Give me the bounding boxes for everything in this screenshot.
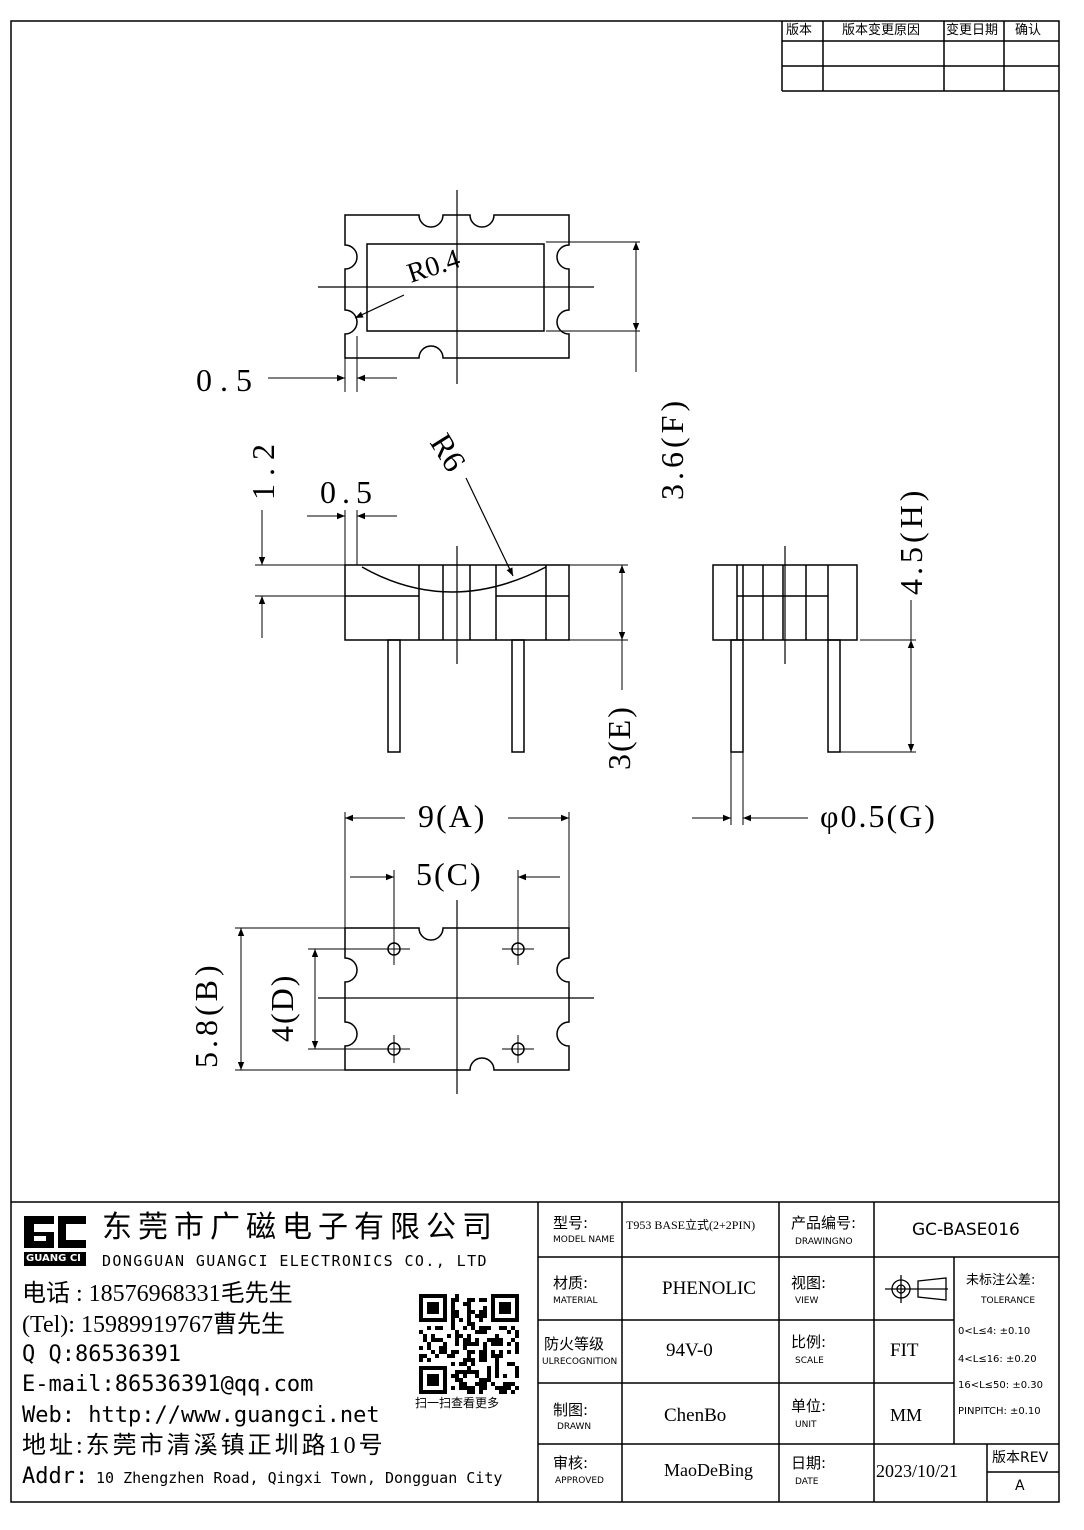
tolerance-row-1: 0<L≤4: ±0.10 <box>958 1326 1031 1337</box>
unit-label-en: UNIT <box>795 1420 817 1430</box>
drawn-label: 制图: <box>553 1401 589 1419</box>
contact-email: E-mail:86536391@qq.com <box>22 1372 314 1397</box>
dim-b-label: 5.8(B) <box>188 961 224 1068</box>
material-value: PHENOLIC <box>662 1278 756 1299</box>
tolerance-row-4: PINPITCH: ±0.10 <box>958 1406 1041 1417</box>
model-label: 型号: <box>553 1214 589 1232</box>
scale-value: FIT <box>890 1340 919 1361</box>
qr-code <box>419 1294 519 1394</box>
contact-web: Web: http://www.guangci.net <box>22 1403 380 1428</box>
rev-label: 版本REV <box>992 1450 1049 1466</box>
end-view <box>692 546 916 825</box>
address-label: Addr: <box>22 1464 89 1489</box>
unit-label: 单位: <box>791 1397 827 1415</box>
company-name-en: DONGGUAN GUANGCI ELECTRONICS CO., LTD <box>102 1252 488 1270</box>
approved-value: MaoDeBing <box>664 1460 753 1480</box>
drawn-value: ChenBo <box>664 1405 727 1426</box>
dim-1-2-label: 1.2 <box>245 436 281 500</box>
dim-f-label: 3.6(F) <box>654 396 690 500</box>
model-label-en: MODEL NAME <box>553 1235 615 1245</box>
date-value: 2023/10/21 <box>876 1461 959 1481</box>
dim-e-label: 3(E) <box>601 705 637 770</box>
fire-value: 94V-0 <box>666 1340 713 1361</box>
approved-label-en: APPROVED <box>555 1476 604 1486</box>
address-en: 10 Zhengzhen Road, Qingxi Town, Dongguan… <box>96 1469 503 1487</box>
logo-text: GUANG CI <box>26 1253 81 1264</box>
material-label: 材质: <box>553 1274 589 1292</box>
dim-h-label: 4.5(H) <box>893 486 929 595</box>
view-label-en: VIEW <box>795 1296 819 1306</box>
rev-header-date: 变更日期 <box>946 23 999 38</box>
title-block-grid <box>11 1201 1059 1502</box>
view-label: 视图: <box>791 1274 827 1292</box>
tolerance-row-3: 16<L≤50: ±0.30 <box>958 1380 1043 1391</box>
top-view <box>268 190 640 392</box>
projection-symbol-icon <box>885 1275 948 1303</box>
drawing-no-label: 产品编号: <box>791 1214 857 1232</box>
tolerance-label: 未标注公差: <box>966 1273 1036 1288</box>
rev-header-reason: 版本变更原因 <box>842 23 921 38</box>
date-label-en: DATE <box>795 1477 819 1487</box>
fire-label-en: ULRECOGNITION <box>542 1357 618 1367</box>
rev-header-confirm: 确认 <box>1015 23 1042 38</box>
fire-label: 防火等级 <box>544 1335 605 1353</box>
side-view <box>255 477 628 753</box>
model-value: T953 BASE立式(2+2PIN) <box>626 1218 756 1232</box>
bottom-view <box>235 812 594 1094</box>
drawing-no-label-en: DRAWINGNO <box>795 1237 853 1247</box>
unit-value: MM <box>890 1405 923 1425</box>
company-logo <box>24 1216 86 1266</box>
dim-side-gap-label: 0.5 <box>320 474 378 510</box>
qr-caption: 扫一扫查看更多 <box>415 1396 500 1410</box>
revision-table-grid <box>781 21 1059 92</box>
drawn-label-en: DRAWN <box>557 1422 592 1432</box>
dim-c-label: 5(C) <box>416 856 483 892</box>
contact-phone: 电话 : 18576968331毛先生 <box>22 1281 293 1307</box>
company-name-cn: 东莞市广磁电子有限公司 <box>102 1211 498 1244</box>
material-label-en: MATERIAL <box>553 1296 598 1306</box>
approved-label: 审核: <box>553 1454 589 1472</box>
sheet-border <box>10 20 1060 1503</box>
date-label: 日期: <box>791 1454 827 1472</box>
address-cn: 地址:东莞市清溪镇正圳路10号 <box>22 1433 386 1459</box>
tolerance-label-en: TOLERANCE <box>981 1296 1036 1306</box>
dim-d-label: 4(D) <box>264 973 300 1042</box>
dim-g-label: φ0.5(G) <box>820 798 937 834</box>
rev-header-version: 版本 <box>786 23 813 38</box>
dim-a-label: 9(A) <box>418 798 487 834</box>
drawing-no-value: GC-BASE016 <box>912 1220 1020 1240</box>
dim-top-gap-label: 0.5 <box>196 362 260 398</box>
tolerance-row-2: 4<L≤16: ±0.20 <box>958 1354 1037 1365</box>
contact-qq: Q Q:86536391 <box>22 1342 181 1367</box>
scale-label-en: SCALE <box>795 1356 824 1366</box>
rev-value: A <box>1015 1478 1025 1494</box>
contact-tel: (Tel): 15989919767曹先生 <box>22 1312 285 1338</box>
scale-label: 比例: <box>791 1333 827 1351</box>
